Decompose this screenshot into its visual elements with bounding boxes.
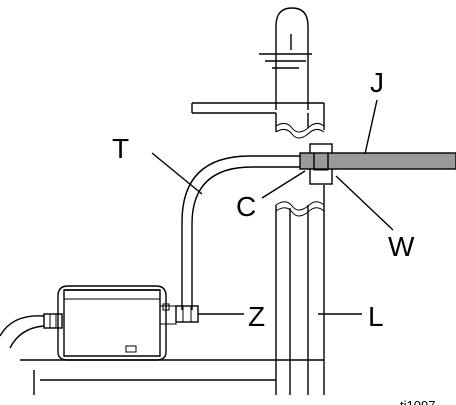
tube [181,155,300,310]
leader-T [151,152,203,195]
label-Z: Z [248,301,265,332]
label-W: W [388,231,415,262]
base-platform [20,359,324,395]
ground-symbol-icon [259,53,312,69]
ground-post [275,7,309,110]
upper-frame [191,102,325,139]
leader-J [364,99,378,155]
label-C: C [236,191,256,222]
rod [299,152,456,170]
control-box [43,285,177,361]
leader-W [335,175,394,231]
power-cable [0,315,45,349]
figure-id: ti1097 [400,398,435,405]
vertical-post [275,185,325,395]
fitting [175,305,199,323]
label-L: L [368,301,384,332]
leader-C [261,170,306,199]
label-T: T [112,133,129,164]
label-J: J [370,67,384,98]
